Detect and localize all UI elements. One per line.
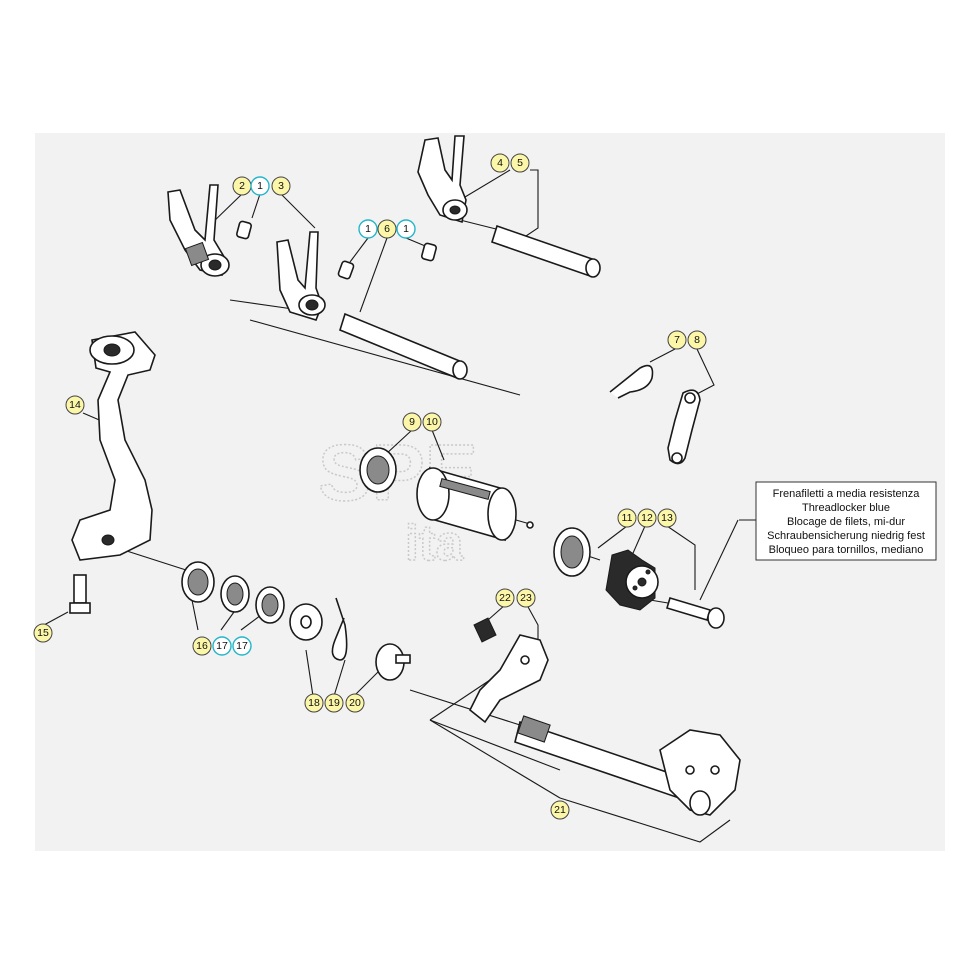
shift-shaft	[514, 715, 741, 816]
shaft-bearing-16	[181, 561, 215, 603]
detent-lever	[667, 389, 701, 465]
svg-text:18: 18	[308, 697, 320, 709]
svg-text:3: 3	[278, 180, 284, 192]
note-line-2: Threadlocker blue	[802, 502, 890, 514]
gear-lever	[71, 331, 156, 561]
svg-text:23: 23	[520, 592, 532, 604]
label-8: 8	[687, 330, 707, 350]
label-2: 2	[232, 176, 252, 196]
svg-text:10: 10	[426, 416, 438, 428]
svg-text:20: 20	[349, 697, 361, 709]
label-15: 15	[33, 623, 53, 643]
return-spring	[331, 597, 348, 661]
svg-text:1: 1	[403, 223, 409, 235]
shift-fork-right	[417, 135, 468, 224]
svg-text:19: 19	[328, 697, 340, 709]
guide-pin-b	[337, 260, 355, 280]
svg-text:21: 21	[554, 804, 566, 816]
fork-shaft-right	[491, 224, 601, 278]
svg-text:1: 1	[257, 180, 263, 192]
label-19: 19	[324, 693, 344, 713]
shift-drum	[416, 466, 534, 542]
svg-text:17: 17	[216, 640, 228, 652]
lever-bolt	[69, 574, 91, 614]
label-17: 17	[212, 636, 232, 656]
svg-text:16: 16	[196, 640, 208, 652]
spring-clip	[609, 364, 654, 399]
drum-seal	[553, 527, 591, 577]
svg-text:14: 14	[69, 399, 81, 411]
label-14: 14	[65, 395, 85, 415]
svg-text:8: 8	[694, 334, 700, 346]
label-11: 11	[617, 508, 637, 528]
svg-text:5: 5	[517, 157, 523, 169]
guide-pin-a	[236, 220, 252, 240]
threadlocker-note: Frenafiletti a media resistenza Threadlo…	[755, 481, 937, 561]
svg-text:15: 15	[37, 627, 49, 639]
washer-18	[289, 603, 323, 641]
svg-text:12: 12	[641, 512, 653, 524]
svg-text:1: 1	[365, 223, 371, 235]
svg-text:6: 6	[384, 223, 390, 235]
label-9: 9	[402, 412, 422, 432]
detent-spring	[473, 617, 497, 643]
shift-plate	[468, 634, 549, 724]
label-7: 7	[667, 330, 687, 350]
label-17: 17	[232, 636, 252, 656]
label-13: 13	[657, 508, 677, 528]
note-line-3: Blocage de filets, mi-dur	[787, 516, 905, 528]
drum-bearing	[359, 447, 397, 493]
note-line-4: Schraubensicherung niedrig fest	[767, 530, 925, 542]
needle-bearing-17b	[255, 586, 285, 624]
label-16: 16	[192, 636, 212, 656]
label-18: 18	[304, 693, 324, 713]
label-5: 5	[510, 153, 530, 173]
svg-text:4: 4	[497, 157, 503, 169]
label-1: 1	[250, 176, 270, 196]
washer-20	[375, 643, 411, 681]
label-23: 23	[516, 588, 536, 608]
guide-pin-c	[421, 242, 437, 262]
note-line-5: Bloqueo para tornillos, mediano	[769, 544, 924, 556]
svg-text:22: 22	[499, 592, 511, 604]
svg-text:11: 11	[622, 512, 633, 524]
label-1: 1	[396, 219, 416, 239]
label-12: 12	[637, 508, 657, 528]
label-20: 20	[345, 693, 365, 713]
shift-star	[605, 549, 659, 611]
label-1: 1	[358, 219, 378, 239]
shift-fork-left	[167, 184, 230, 277]
label-21: 21	[550, 800, 570, 820]
shift-fork-center	[276, 231, 326, 321]
needle-bearing-17a	[220, 575, 250, 613]
label-22: 22	[495, 588, 515, 608]
label-4: 4	[490, 153, 510, 173]
label-6: 6	[377, 219, 397, 239]
star-screw	[666, 597, 725, 629]
svg-text:7: 7	[674, 334, 680, 346]
fork-shaft-center	[339, 312, 468, 380]
svg-text:13: 13	[661, 512, 673, 524]
label-3: 3	[271, 176, 291, 196]
svg-text:2: 2	[239, 180, 245, 192]
label-10: 10	[422, 412, 442, 432]
svg-text:17: 17	[236, 640, 248, 652]
note-line-1: Frenafiletti a media resistenza	[773, 488, 921, 500]
svg-text:9: 9	[409, 416, 415, 428]
